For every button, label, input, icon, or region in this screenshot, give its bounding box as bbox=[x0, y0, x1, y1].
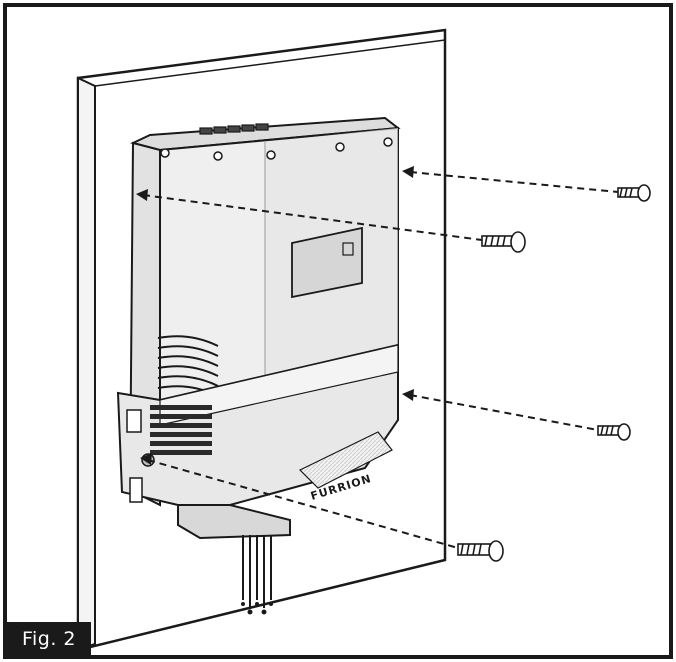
mounting-screw-3 bbox=[597, 423, 631, 441]
mounting-screw-1 bbox=[617, 184, 651, 202]
device-base bbox=[177, 504, 291, 540]
top-vent bbox=[199, 123, 269, 135]
mounting-screw-2 bbox=[481, 231, 526, 253]
screw-guide-lines bbox=[142, 171, 619, 549]
front-grille bbox=[298, 431, 393, 489]
lower-side-vent bbox=[150, 405, 212, 455]
label-plate-icon bbox=[342, 242, 354, 256]
figure-border bbox=[3, 3, 673, 659]
wire-tips bbox=[241, 602, 273, 615]
figure-label: Fig. 2 bbox=[7, 622, 91, 656]
mounting-screw-4 bbox=[457, 540, 504, 562]
power-converter-device: FURRION bbox=[116, 116, 401, 615]
output-wires bbox=[242, 535, 272, 608]
label-plate bbox=[291, 226, 363, 299]
guide-arrowheads bbox=[136, 166, 414, 465]
top-screw-heads bbox=[160, 137, 393, 161]
upper-side-vent bbox=[157, 335, 219, 397]
